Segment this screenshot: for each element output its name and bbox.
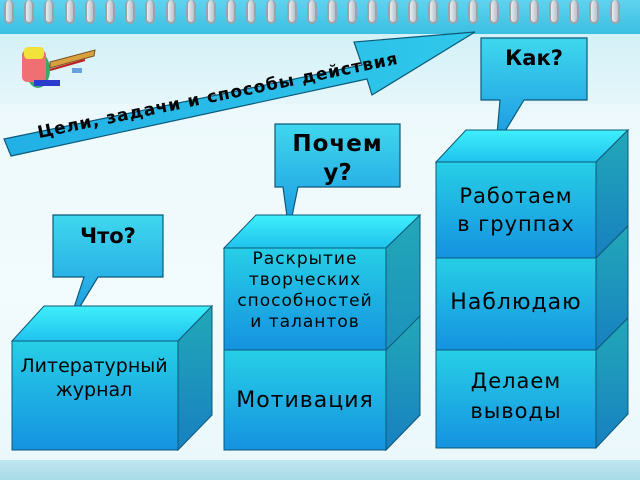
cube-how bbox=[434, 128, 630, 450]
callout-how-text: Как? bbox=[505, 46, 563, 70]
callout-what-text: Что? bbox=[80, 224, 136, 248]
school-backpack-icon bbox=[22, 47, 96, 88]
block-motivation: Мотивация bbox=[236, 388, 374, 413]
spiral-rings bbox=[4, 0, 640, 28]
block-conclusions: Делаем выводы bbox=[470, 369, 562, 423]
block-literary-journal: Литературный журнал bbox=[20, 355, 168, 401]
block-group-work: Работаем в группах bbox=[457, 184, 575, 236]
footer-band bbox=[0, 460, 640, 480]
callout-how bbox=[480, 37, 588, 147]
block-creativity: Раскрытие творческих способностей и тала… bbox=[237, 249, 373, 332]
cube-why bbox=[222, 213, 422, 452]
callout-why-text-1: Почем bbox=[292, 131, 383, 157]
callout-what bbox=[52, 214, 164, 327]
callout-why-text-2: у? bbox=[323, 160, 352, 186]
callout-why bbox=[274, 123, 401, 232]
block-observe: Наблюдаю bbox=[450, 290, 582, 315]
goals-banner-arrow bbox=[3, 31, 476, 157]
cube-what bbox=[10, 304, 214, 452]
